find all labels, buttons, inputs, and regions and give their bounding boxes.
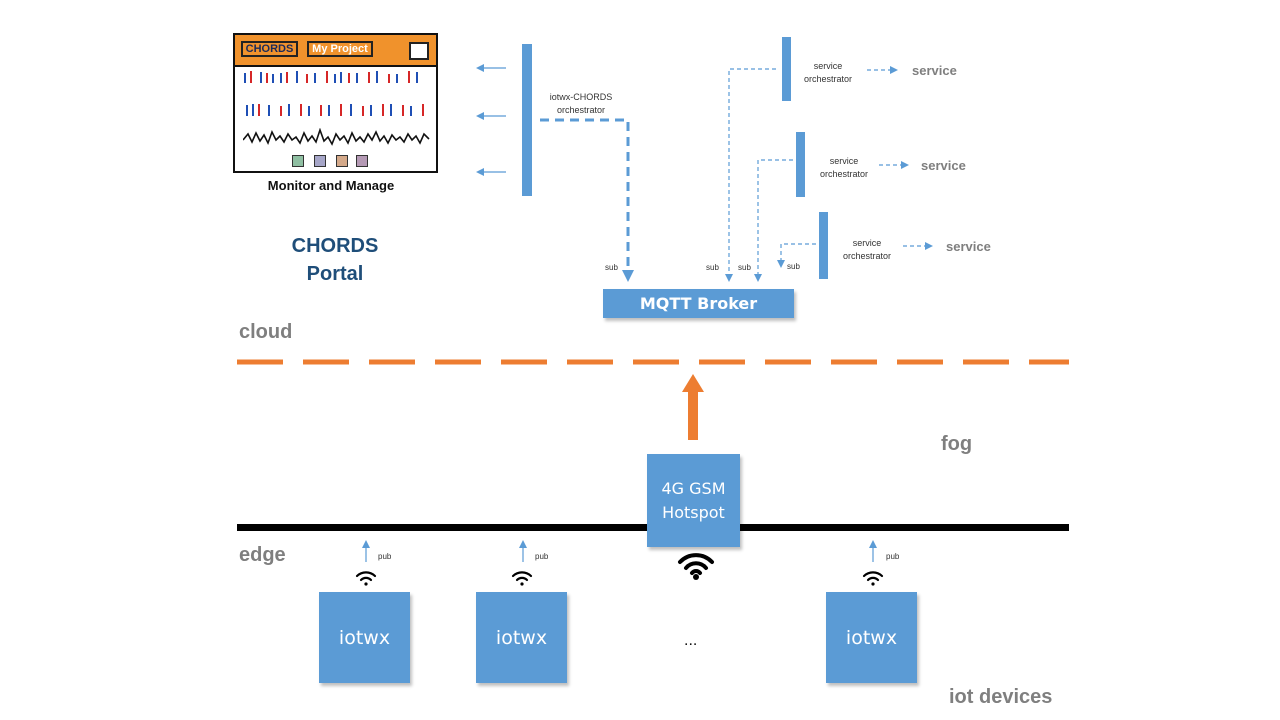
service-orchestrator-line-2: orchestrator — [819, 169, 869, 179]
iotwx-device[interactable]: iotwx — [319, 592, 410, 683]
sub-label: sub — [787, 262, 800, 271]
uplink-arrow — [682, 374, 704, 440]
mqtt-broker[interactable]: MQTT Broker — [603, 289, 794, 318]
pub-label: pub — [886, 552, 900, 561]
sub-label: sub — [605, 263, 618, 272]
service-orchestrator-label: service orchestrator — [792, 60, 864, 86]
gsm-hotspot[interactable]: 4G GSM Hotspot — [647, 454, 740, 547]
chords-portal-title: CHORDS Portal — [270, 232, 400, 288]
hotspot-line-1: 4G GSM — [661, 478, 726, 498]
hotspot-wifi-icon — [678, 553, 714, 580]
service-orchestrator-bar[interactable] — [796, 132, 805, 197]
portal-color-swatch[interactable] — [356, 155, 368, 167]
orchestrator-sub-connector — [540, 118, 634, 282]
wifi-icon — [511, 571, 533, 586]
device-label: iotwx — [495, 626, 548, 649]
service-label: service — [912, 63, 957, 78]
layer-label-iot-devices: iot devices — [949, 686, 1053, 708]
orchestrator-label-line-2: orchestrator — [556, 105, 606, 115]
service-orchestrator-line-1: service — [813, 61, 843, 71]
portal-tab-my-project[interactable]: My Project — [307, 41, 373, 57]
more-devices-ellipsis: ... — [684, 632, 698, 649]
hotspot-line-2: Hotspot — [662, 502, 725, 522]
portal-title-line-1: CHORDS — [291, 235, 379, 257]
layer-label-edge: edge — [239, 544, 286, 566]
wifi-icon — [862, 571, 884, 586]
layer-label-cloud: cloud — [239, 321, 293, 343]
service-label: service — [946, 239, 991, 254]
device-label: iotwx — [338, 626, 391, 649]
mqtt-broker-label: MQTT Broker — [639, 294, 758, 313]
portal-color-swatch[interactable] — [336, 155, 348, 167]
iotwx-device[interactable]: iotwx — [476, 592, 567, 683]
service-orchestrator-label: service orchestrator — [831, 237, 903, 263]
service-orchestrator-bar[interactable] — [782, 37, 791, 101]
service-orchestrator-line-2: orchestrator — [803, 74, 853, 84]
orchestrator-to-service-arrows — [867, 66, 933, 250]
sub-label: sub — [738, 263, 751, 272]
pub-label: pub — [535, 552, 549, 561]
portal-tab-chords[interactable]: CHORDS — [241, 41, 298, 57]
iotwx-chords-orchestrator-label: iotwx-CHORDS orchestrator — [535, 91, 627, 117]
portal-sparkline-bars — [244, 71, 424, 116]
pub-label: pub — [378, 552, 392, 561]
service-orchestrator-sub-connectors — [725, 68, 816, 282]
service-label: service — [921, 158, 966, 173]
portal-title-line-2: Portal — [306, 263, 364, 285]
device-label: iotwx — [845, 626, 898, 649]
layer-label-fog: fog — [941, 433, 973, 455]
chords-portal-window: CHORDS My Project — [233, 33, 438, 173]
service-orchestrator-bar[interactable] — [819, 212, 828, 279]
orchestrator-label-line-1: iotwx-CHORDS — [549, 92, 613, 102]
portal-header-bar: CHORDS My Project — [235, 35, 436, 67]
portal-color-swatch[interactable] — [292, 155, 304, 167]
iotwx-device[interactable]: iotwx — [826, 592, 917, 683]
device-pub-arrows — [362, 540, 877, 562]
portal-window-square-icon[interactable] — [409, 42, 429, 60]
iotwx-chords-orchestrator-bar[interactable] — [522, 44, 532, 196]
wifi-icon — [355, 571, 377, 586]
orchestrator-to-portal-arrows — [476, 64, 506, 176]
service-orchestrator-label: service orchestrator — [808, 155, 880, 181]
portal-timeseries-line — [243, 128, 430, 146]
portal-caption: Monitor and Manage — [267, 178, 395, 193]
service-orchestrator-line-2: orchestrator — [842, 251, 892, 261]
service-orchestrator-line-1: service — [829, 156, 859, 166]
portal-color-swatch[interactable] — [314, 155, 326, 167]
service-orchestrator-line-1: service — [852, 238, 882, 248]
sub-label: sub — [706, 263, 719, 272]
